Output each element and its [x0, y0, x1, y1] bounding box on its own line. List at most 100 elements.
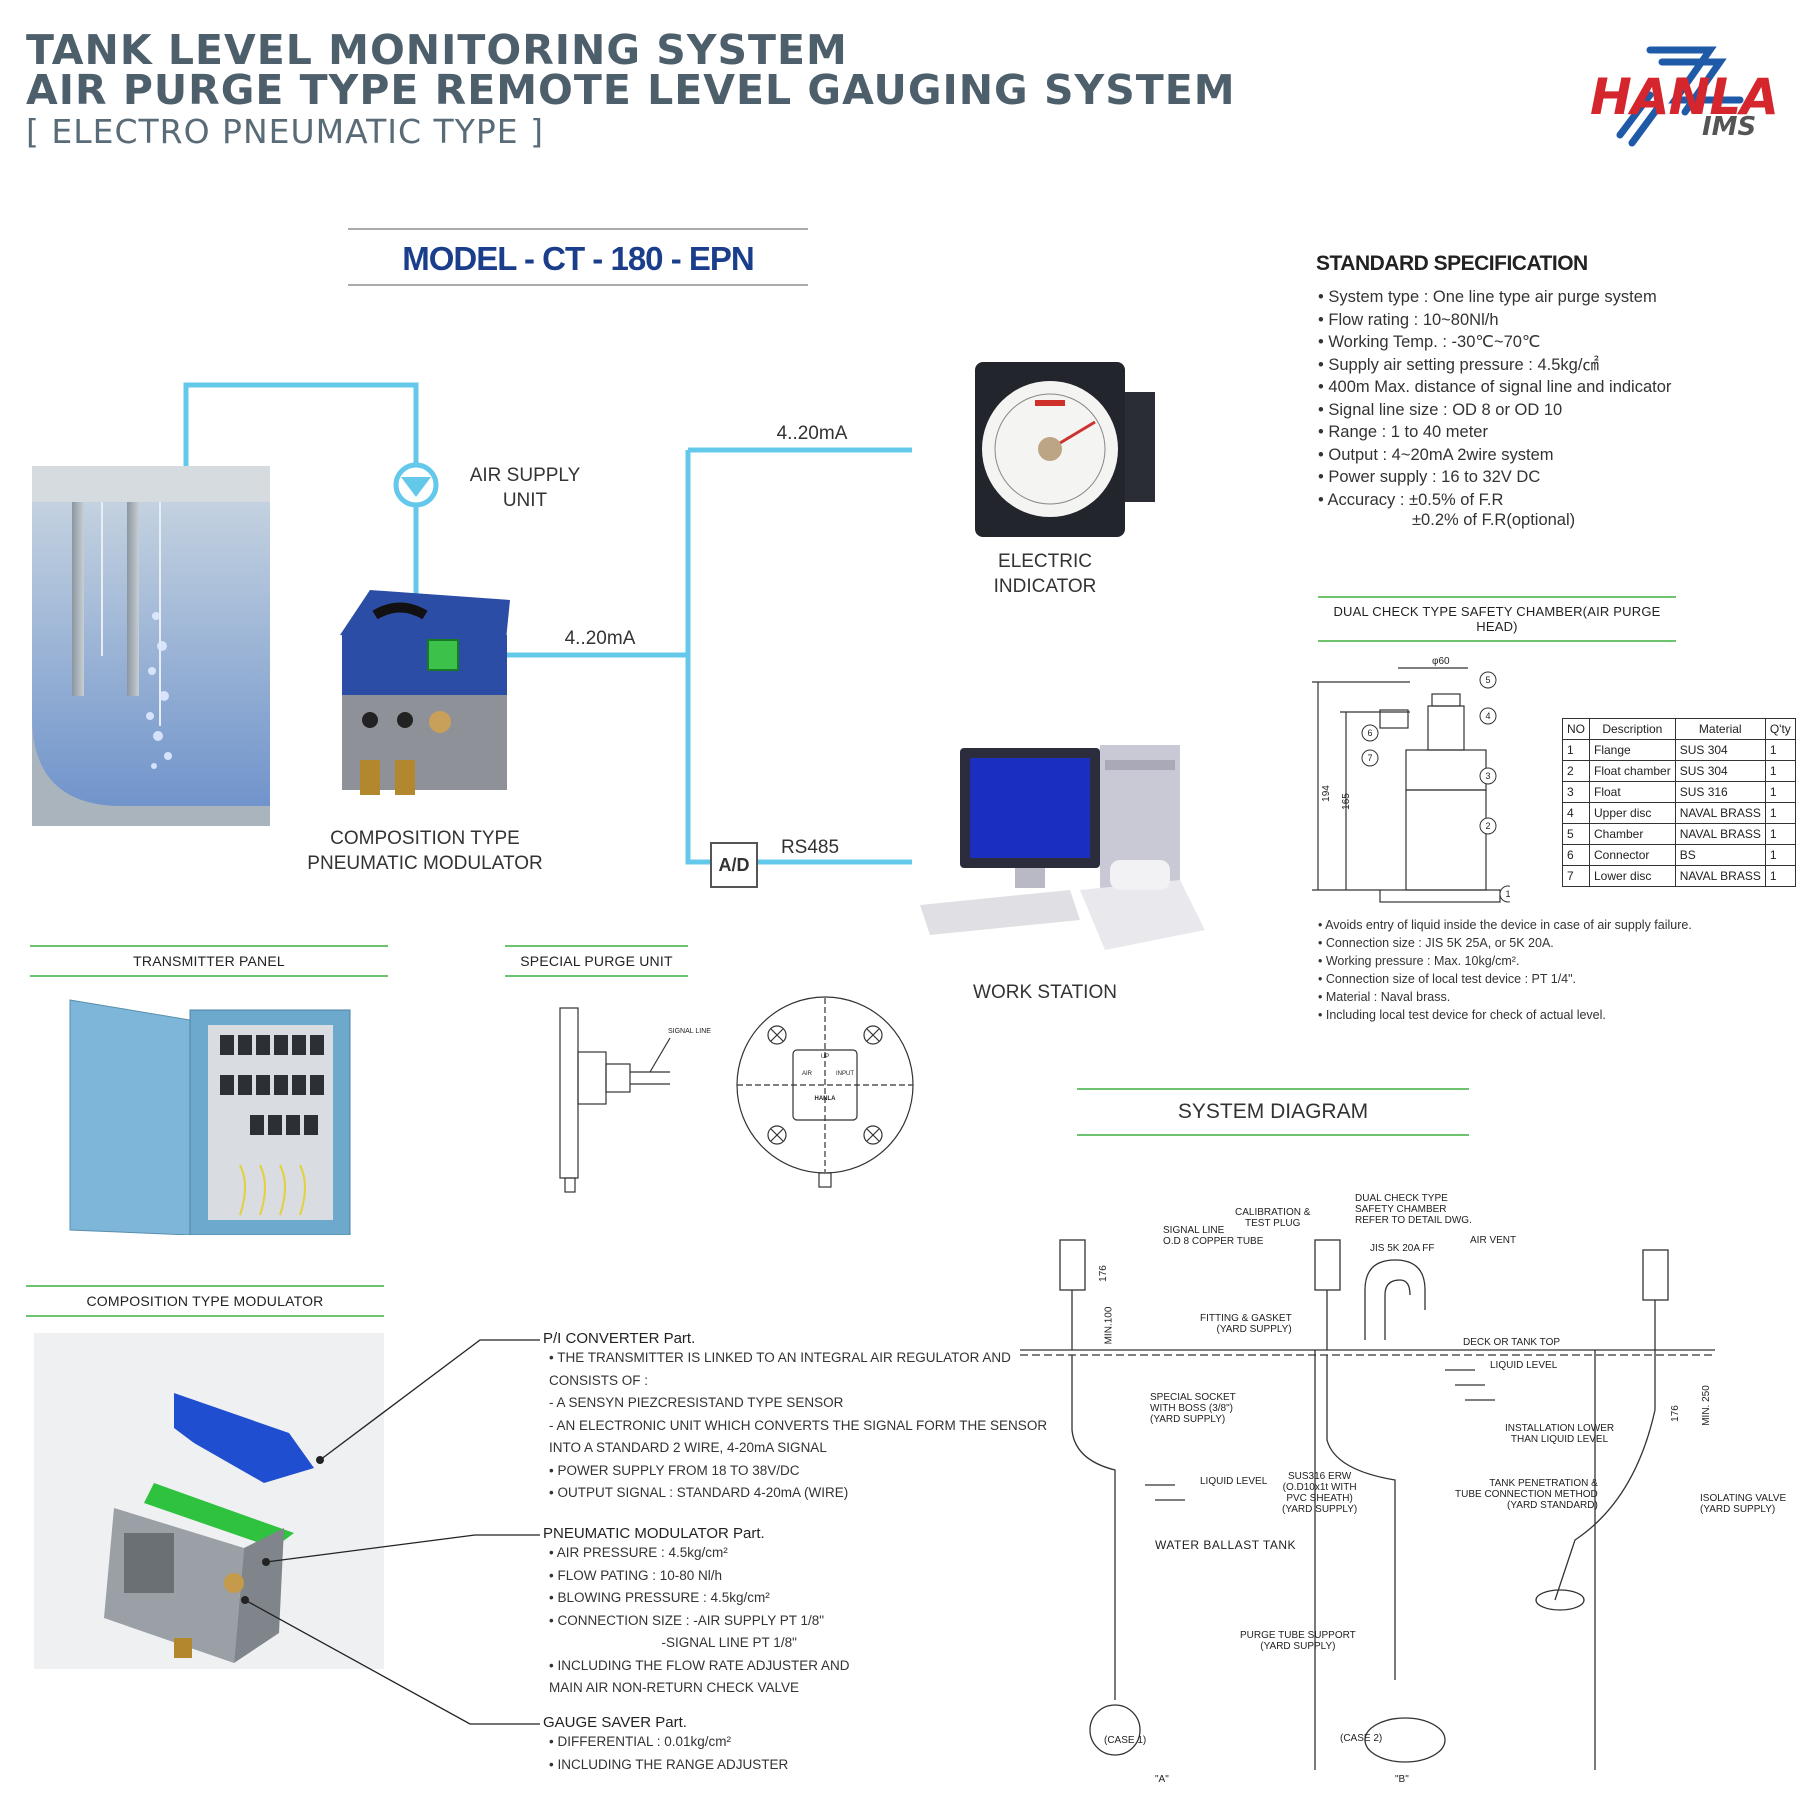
ad-converter-box: A/D [710, 842, 758, 888]
sus316-line-2: (O.D10x1t WITH [1282, 1482, 1357, 1493]
air-supply-label-line-1: AIR SUPPLY [469, 465, 581, 486]
spec-item: Power supply : 16 to 32V DC [1318, 466, 1671, 489]
chamber-note: Avoids entry of liquid inside the device… [1318, 916, 1692, 934]
sus316-line-1: SUS316 ERW [1288, 1471, 1352, 1482]
a-label: "A" [1155, 1774, 1169, 1785]
table-cell: NAVAL BRASS [1674, 823, 1766, 845]
pi-converter-block: P/I CONVERTER Part. • THE TRANSMITTER IS… [543, 1330, 1047, 1505]
model-title: MODEL - CT - 180 - EPN [402, 240, 754, 277]
table-cell: SUS 304 [1674, 739, 1766, 761]
calibration-label: CALIBRATION & TEST PLUG [1235, 1207, 1310, 1229]
chamber-note: Working pressure : Max. 10kg/cm². [1318, 952, 1692, 970]
calibration-label-line-1: CALIBRATION & [1235, 1207, 1311, 1218]
table-cell: NAVAL BRASS [1674, 802, 1766, 824]
table-cell: 1 [1764, 760, 1796, 782]
chamber-dim-top: φ60 [1432, 656, 1450, 667]
air-supply-label-line-2: UNIT [502, 490, 548, 511]
water-ballast-label: WATER BALLAST TANK [1155, 1538, 1297, 1552]
b-label: "B" [1395, 1774, 1409, 1785]
dim-176-right: 176 [1669, 1405, 1681, 1422]
special-socket-line-2: WITH BOSS (3/8") [1150, 1403, 1234, 1414]
svg-text:4: 4 [1485, 711, 1490, 721]
table-cell: 5 [1562, 823, 1590, 845]
table-cell: Upper disc [1589, 802, 1676, 824]
signal-line-label: SIGNAL LINE [668, 1028, 711, 1035]
tank-penetration-label: TANK PENETRATION & TUBE CONNECTION METHO… [1455, 1478, 1598, 1511]
rs485-label: RS485 [780, 837, 840, 858]
fitting-gasket-line-2: (YARD SUPPLY) [1216, 1324, 1292, 1335]
dual-check-label: DUAL CHECK TYPE SAFETY CHAMBER REFER TO … [1355, 1193, 1472, 1226]
table-cell: BS [1674, 844, 1766, 866]
spec-title: STANDARD SPECIFICATION [1316, 252, 1588, 275]
special-purge-front-view: UP AIR INPUT HANLA [735, 990, 915, 1190]
dual-check-label-line-1: DUAL CHECK TYPE [1355, 1193, 1448, 1204]
pneumatic-modulator-line: • INCLUDING THE FLOW RATE ADJUSTER AND [549, 1657, 850, 1673]
hanla-logo-stripes-icon [1616, 46, 1744, 147]
svg-text:3: 3 [1485, 771, 1490, 781]
dim-min100: MIN.100 [1103, 1306, 1115, 1345]
installation-line-2: THAN LIQUID LEVEL [1510, 1434, 1609, 1445]
spec-item: Flow rating : 10~80Nl/h [1318, 309, 1671, 332]
air-supply-unit-label: AIR SUPPLY UNIT [450, 463, 600, 513]
table-cell: 4 [1562, 802, 1590, 824]
purge-support-line-2: (YARD SUPPLY) [1260, 1641, 1336, 1652]
purge-plate-up: UP [821, 1054, 829, 1060]
chamber-notes: Avoids entry of liquid inside the device… [1318, 916, 1692, 1024]
installation-label: INSTALLATION LOWER THAN LIQUID LEVEL [1505, 1423, 1614, 1445]
page-subtitle: [ ELECTRO PNEUMATIC TYPE ] [26, 112, 544, 151]
table-cell: Float [1589, 781, 1676, 803]
table-cell: 7 [1562, 865, 1590, 887]
table-cell: 1 [1764, 802, 1796, 824]
pneumatic-modulator-line: MAIN AIR NON-RETURN CHECK VALVE [549, 1680, 800, 1695]
pneumatic-modulator-line: • FLOW PATING : 10-80 Nl/h [549, 1567, 723, 1583]
signal-line-copper-line-1: SIGNAL LINE [1163, 1225, 1225, 1236]
pi-converter-line: INTO A STANDARD 2 WIRE, 4-20mA SIGNAL [549, 1440, 827, 1455]
pneumatic-modulator-block: PNEUMATIC MODULATOR Part. • AIR PRESSURE… [543, 1525, 850, 1700]
spec-item: System type : One line type air purge sy… [1318, 286, 1671, 309]
liquid-level-left-label: LIQUID LEVEL [1200, 1476, 1268, 1487]
tank-penetration-line-1: TANK PENETRATION & [1489, 1478, 1598, 1489]
chamber-dim-165: 165 [1340, 793, 1352, 810]
chamber-note: Material : Naval brass. [1318, 988, 1692, 1006]
gauge-saver-block: GAUGE SAVER Part. • DIFFERENTIAL : 0.01k… [543, 1714, 788, 1776]
spec-item: Working Temp. : -30℃~70℃ [1318, 331, 1671, 354]
pi-converter-line: • OUTPUT SIGNAL : STANDARD 4-20mA (WIRE) [549, 1485, 849, 1500]
transmitter-panel-heading: TRANSMITTER PANEL [30, 945, 388, 977]
table-cell: 6 [1562, 844, 1590, 866]
tank-penetration-line-2: TUBE CONNECTION METHOD [1455, 1489, 1598, 1500]
table-header-cell: Description [1589, 718, 1676, 740]
connection-lines [183, 382, 912, 865]
dual-check-label-line-3: REFER TO DETAIL DWG. [1355, 1215, 1472, 1226]
svg-text:5: 5 [1485, 675, 1490, 685]
fitting-gasket-label: FITTING & GASKET (YARD SUPPLY) [1200, 1313, 1292, 1335]
spec-item: 400m Max. distance of signal line and in… [1318, 376, 1671, 399]
pi-converter-title: P/I CONVERTER Part. [543, 1330, 696, 1347]
spec-item: Range : 1 to 40 meter [1318, 421, 1671, 444]
chamber-note: Including local test device for check of… [1318, 1006, 1692, 1024]
pi-converter-line: - A SENSYN PIEZCRESISTAND TYPE SENSOR [549, 1395, 844, 1410]
electric-indicator-device [975, 362, 1165, 537]
work-station-label: WORK STATION [973, 982, 1117, 1003]
chamber-dim-194: 194 [1320, 785, 1332, 802]
table-cell: SUS 304 [1674, 760, 1766, 782]
spec-item: Output : 4~20mA 2wire system [1318, 444, 1671, 467]
chamber-note: Connection size of local test device : P… [1318, 970, 1692, 988]
spec-item: Supply air setting pressure : 4.5kg/㎠ [1318, 354, 1671, 377]
dim-min250: MIN. 250 [1700, 1385, 1712, 1426]
table-cell: Connector [1589, 844, 1676, 866]
special-purge-heading: SPECIAL PURGE UNIT [505, 945, 688, 977]
table-cell: 1 [1764, 739, 1796, 761]
table-cell: 2 [1562, 760, 1590, 782]
tank-penetration-line-3: (YARD STANDARD) [1507, 1500, 1598, 1511]
calibration-label-line-2: TEST PLUG [1245, 1218, 1301, 1229]
sus316-line-3: PVC SHEATH) [1286, 1493, 1353, 1504]
modulator-leader-lines [241, 1339, 540, 1725]
gauge-saver-line: • DIFFERENTIAL : 0.01kg/cm² [549, 1734, 732, 1749]
svg-text:7: 7 [1367, 753, 1372, 763]
isolating-valve-line-2: (YARD SUPPLY) [1700, 1504, 1776, 1515]
pneumatic-modulator-title: PNEUMATIC MODULATOR Part. [543, 1525, 765, 1542]
